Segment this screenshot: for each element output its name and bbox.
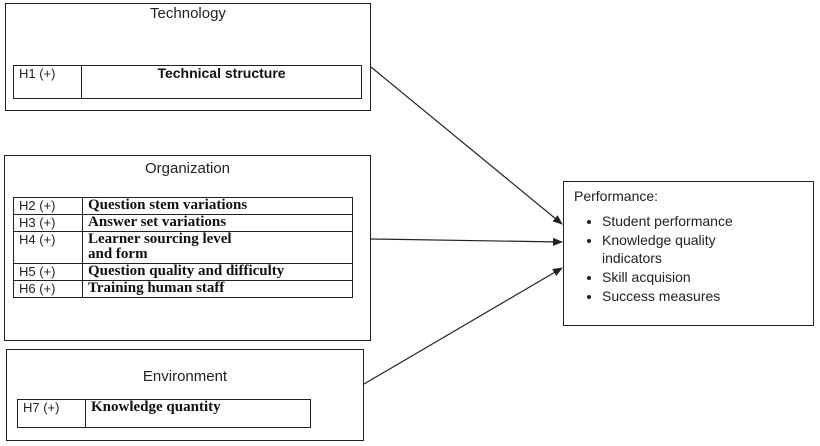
- organization-title: Organization: [144, 160, 231, 177]
- environment-title: Environment: [142, 368, 228, 385]
- organization-hypotheses-table: H2 (+) Question stem variations H3 (+) A…: [13, 197, 353, 298]
- technology-title: Technology: [150, 5, 226, 22]
- hypothesis-label: Knowledge quantity: [85, 399, 311, 428]
- arrow-technology-to-performance: [370, 66, 563, 225]
- performance-title: Performance:: [574, 188, 659, 204]
- hypothesis-row-h6: H6 (+) Training human staff: [13, 280, 353, 298]
- technology-box: Technology H1 (+) Technical structure: [5, 3, 371, 111]
- hypothesis-code: H6 (+): [13, 280, 83, 298]
- environment-hypotheses-table: H7 (+) Knowledge quantity: [17, 399, 311, 428]
- hypothesis-row-h5: H5 (+) Question quality and difficulty: [13, 263, 353, 281]
- environment-box: Environment H7 (+) Knowledge quantity: [6, 349, 364, 441]
- performance-item: Student performance: [602, 212, 820, 230]
- hypothesis-label: Learner sourcing level and form: [82, 231, 353, 264]
- hypothesis-label: Question quality and difficulty: [82, 263, 353, 281]
- performance-item: Knowledge quality indicators: [602, 231, 752, 267]
- performance-list: Student performance Knowledge quality in…: [574, 212, 820, 305]
- performance-item: Success measures: [602, 287, 820, 305]
- hypothesis-row-h4: H4 (+) Learner sourcing level and form: [13, 231, 353, 264]
- hypothesis-label: Training human staff: [82, 280, 353, 298]
- hypothesis-row-h7: H7 (+) Knowledge quantity: [17, 399, 311, 428]
- hypothesis-row-h1: H1 (+) Technical structure: [13, 65, 362, 99]
- hypothesis-code: H1 (+): [13, 65, 82, 99]
- arrow-organization-to-performance: [370, 237, 563, 246]
- organization-box: Organization H2 (+) Question stem variat…: [4, 155, 371, 341]
- performance-box: Performance: Student performance Knowled…: [563, 181, 814, 326]
- hypothesis-row-h2: H2 (+) Question stem variations: [13, 197, 353, 215]
- hypothesis-label: Technical structure: [81, 65, 362, 99]
- technology-hypotheses-table: H1 (+) Technical structure: [13, 65, 362, 99]
- performance-item: Skill acquision: [602, 268, 820, 286]
- arrow-environment-to-performance: [363, 267, 563, 385]
- hypothesis-label: Question stem variations: [82, 197, 353, 215]
- hypothesis-code: H7 (+): [17, 399, 86, 428]
